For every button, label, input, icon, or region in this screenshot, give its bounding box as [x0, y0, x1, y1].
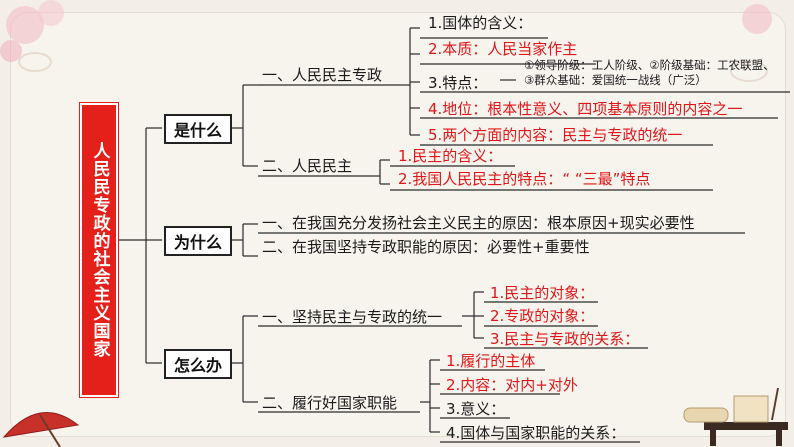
- democracy-object-item: 1.民主的对象：: [490, 282, 594, 303]
- root-topic-box: 人民民专政的社会主义国家: [80, 103, 118, 397]
- state-system-meaning: 1.国体的含义：: [428, 12, 532, 33]
- function-content-item: 2.内容：对内+对外: [446, 374, 578, 395]
- feature-item: 3.特点：: [428, 72, 487, 93]
- function-relation-item: 4.国体与国家职能的关系：: [446, 422, 625, 443]
- relation-item: 3.民主与专政的关系：: [490, 328, 639, 349]
- why-node: 为什么: [164, 226, 232, 256]
- function-subject-item: 1.履行的主体: [446, 350, 535, 371]
- what-label: 是什么: [174, 117, 222, 141]
- essence-item: 2.本质：人民当家作主: [428, 38, 577, 59]
- people-dem-features-item: 2.我国人民民主的特点：“ “三最”特点: [398, 168, 650, 189]
- functions-label: 二、履行好国家职能: [262, 392, 397, 413]
- what-node: 是什么: [164, 114, 232, 144]
- people-dem-label: 二、人民民主: [262, 155, 352, 176]
- how-label: 怎么办: [174, 352, 222, 376]
- why-reason-dictatorship: 二、在我国坚持专政职能的原因：必要性+重要性: [262, 236, 590, 257]
- people-dem-dict-label: 一、人民民主专政: [262, 64, 382, 85]
- two-aspects-item: 5.两个方面的内容：民主与专政的统一: [428, 124, 682, 145]
- dictatorship-object-item: 2.专政的对象：: [490, 305, 594, 326]
- why-reason-democracy: 一、在我国充分发扬社会主义民主的原因：根本原因+现实必要性: [262, 212, 695, 233]
- unity-label: 一、坚持民主与专政的统一: [262, 306, 442, 327]
- how-node: 怎么办: [164, 349, 232, 379]
- feature-detail: ①领导阶级：工人阶级、②阶级基础：工农联盟、③群众基础：爱国统一战线（广泛）: [524, 58, 784, 88]
- root-topic-label: 人民民专政的社会主义国家: [91, 142, 108, 358]
- status-item: 4.地位：根本性意义、四项基本原则的内容之一: [428, 98, 742, 119]
- why-label: 为什么: [174, 229, 222, 253]
- democracy-meaning-item: 1.民主的含义：: [398, 145, 502, 166]
- function-significance-item: 3.意义：: [446, 398, 505, 419]
